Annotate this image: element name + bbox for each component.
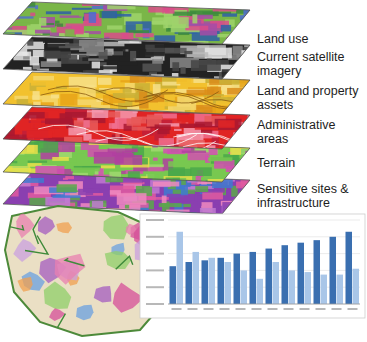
layer-label: Land and property assets [257, 84, 363, 112]
layer-outline [3, 140, 250, 182]
layer-label: Administrative areas [257, 118, 363, 146]
layer-label: Current satellite imagery [257, 50, 363, 78]
layer-label: Land use [257, 32, 363, 46]
bar-chart [140, 214, 365, 318]
layer-label: Terrain [257, 156, 363, 170]
layer-outline [3, 2, 250, 44]
layer-label: Sensitive sites & infrastructure [257, 182, 363, 210]
map-layer [3, 37, 271, 91]
map-layer [0, 140, 270, 194]
map-layer [1, 2, 274, 55]
